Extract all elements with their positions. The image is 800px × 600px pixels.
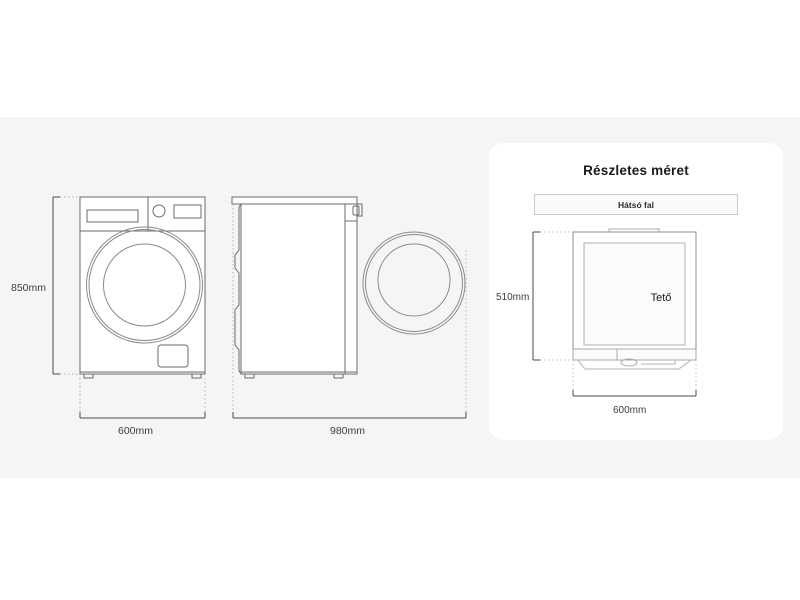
side-view-group bbox=[231, 196, 466, 379]
top-area-label: Tető bbox=[650, 292, 672, 304]
card-title: Részletes méret bbox=[583, 163, 689, 178]
back-wall-bar: Hátsó fal bbox=[534, 194, 738, 215]
dimension-label-height-510: 510mm bbox=[496, 292, 530, 303]
dimension-label-width-600: 600mm bbox=[118, 425, 154, 437]
dimension-width-600-front bbox=[79, 378, 206, 419]
dimension-label-depth-980: 980mm bbox=[330, 425, 366, 437]
back-wall-label: Hátsó fal bbox=[618, 199, 654, 210]
dimension-depth-980 bbox=[232, 204, 467, 419]
dimension-label-card-width-600: 600mm bbox=[613, 405, 647, 416]
dimension-height-850 bbox=[52, 196, 80, 375]
front-view-group bbox=[79, 196, 206, 379]
detail-dimension-card: Részletes méret Hátsó fal bbox=[489, 143, 783, 440]
dimension-label-height-850: 850mm bbox=[11, 282, 47, 294]
dimension-height-510 bbox=[532, 231, 573, 361]
dimension-width-600-card bbox=[572, 360, 697, 397]
top-view-drawing bbox=[532, 228, 697, 397]
